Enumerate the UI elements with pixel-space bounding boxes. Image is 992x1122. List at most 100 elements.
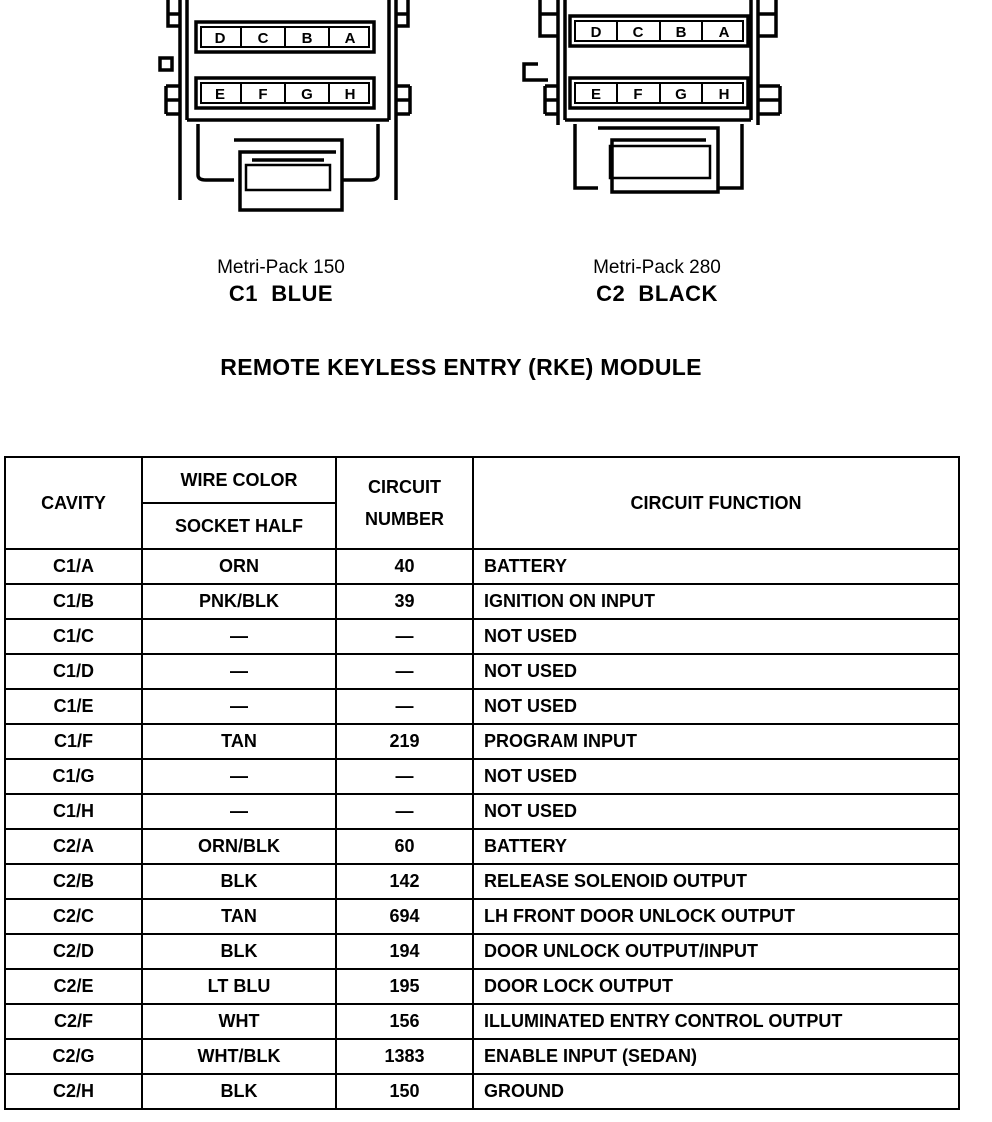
- c1-pin-label: G: [301, 86, 313, 103]
- circuit-function-cell: NOT USED: [472, 793, 960, 830]
- wire-color-cell: BLK: [141, 933, 337, 970]
- circuit-number-cell: —: [335, 653, 474, 690]
- cavity-cell: C2/G: [4, 1038, 143, 1075]
- c1-pin-label: F: [258, 86, 267, 103]
- c2-pin-label: H: [719, 86, 730, 103]
- circuit-function-cell: BATTERY: [472, 828, 960, 865]
- circuit-number-cell: 142: [335, 863, 474, 900]
- wire-color-cell: —: [141, 618, 337, 655]
- circuit-function-cell: RELEASE SOLENOID OUTPUT: [472, 863, 960, 900]
- circuit-function-cell: LH FRONT DOOR UNLOCK OUTPUT: [472, 898, 960, 935]
- circuit-function-cell: NOT USED: [472, 688, 960, 725]
- c2-pin-label: A: [719, 24, 730, 41]
- header-circuit-number: CIRCUIT NUMBER: [335, 456, 474, 550]
- circuit-function-cell: DOOR LOCK OUTPUT: [472, 968, 960, 1005]
- cavity-cell: C2/H: [4, 1073, 143, 1110]
- c1-part-name: Metri-Pack 150: [217, 257, 345, 278]
- table-row: C1/D——NOT USED: [4, 653, 960, 690]
- c2-pin-label: C: [633, 24, 644, 41]
- cavity-cell: C2/D: [4, 933, 143, 970]
- c2-label: C2 BLACK: [596, 281, 718, 306]
- c2-pin-label: G: [675, 86, 687, 103]
- circuit-number-cell: —: [335, 793, 474, 830]
- circuit-number-cell: 150: [335, 1073, 474, 1110]
- c1-pin-label: A: [345, 30, 356, 47]
- c2-caption: Metri-Pack 280 C2 BLACK: [507, 257, 807, 309]
- c1-pin-label: E: [215, 86, 225, 103]
- wire-color-cell: WHT/BLK: [141, 1038, 337, 1075]
- circuit-number-cell: 194: [335, 933, 474, 970]
- circuit-number-cell: 60: [335, 828, 474, 865]
- circuit-number-cell: 39: [335, 583, 474, 620]
- cavity-cell: C1/C: [4, 618, 143, 655]
- table-row: C1/H——NOT USED: [4, 793, 960, 830]
- c1-caption: Metri-Pack 150 C1 BLUE: [131, 257, 431, 309]
- circuit-number-cell: —: [335, 618, 474, 655]
- header-socket-half: SOCKET HALF: [141, 502, 337, 550]
- circuit-number-cell: 40: [335, 548, 474, 585]
- circuit-number-cell: 195: [335, 968, 474, 1005]
- cavity-cell: C1/D: [4, 653, 143, 690]
- cavity-cell: C1/E: [4, 688, 143, 725]
- wire-color-cell: —: [141, 688, 337, 725]
- cavity-cell: C1/B: [4, 583, 143, 620]
- cavity-cell: C2/A: [4, 828, 143, 865]
- wire-color-cell: TAN: [141, 723, 337, 760]
- c2-part-name: Metri-Pack 280: [593, 257, 721, 278]
- c2-pin-dividers: [616, 21, 703, 103]
- circuit-number-cell: 694: [335, 898, 474, 935]
- c1-pin-label: H: [345, 86, 356, 103]
- page-title: REMOTE KEYLESS ENTRY (RKE) MODULE: [220, 354, 702, 380]
- cavity-cell: C1/H: [4, 793, 143, 830]
- circuit-function-cell: BATTERY: [472, 548, 960, 585]
- c2-pin-label: D: [591, 24, 602, 41]
- circuit-number-cell: —: [335, 688, 474, 725]
- c1-pin-dividers: [240, 27, 330, 103]
- header-wire-color: WIRE COLOR: [141, 456, 337, 504]
- circuit-function-cell: DOOR UNLOCK OUTPUT/INPUT: [472, 933, 960, 970]
- circuit-number-cell: 156: [335, 1003, 474, 1040]
- header-cavity: CAVITY: [4, 456, 143, 550]
- c1-pin-label: B: [302, 30, 313, 47]
- table-row: C1/E——NOT USED: [4, 688, 960, 725]
- c1-label: C1 BLUE: [228, 281, 334, 306]
- circuit-function-cell: IGNITION ON INPUT: [472, 583, 960, 620]
- circuit-function-cell: PROGRAM INPUT: [472, 723, 960, 760]
- cavity-cell: C2/C: [4, 898, 143, 935]
- table-row: C1/C——NOT USED: [4, 618, 960, 655]
- wire-color-cell: —: [141, 653, 337, 690]
- circuit-function-cell: ILLUMINATED ENTRY CONTROL OUTPUT: [472, 1003, 960, 1040]
- wire-color-cell: TAN: [141, 898, 337, 935]
- circuit-function-cell: NOT USED: [472, 758, 960, 795]
- cavity-cell: C2/E: [4, 968, 143, 1005]
- cavity-cell: C1/F: [4, 723, 143, 760]
- wire-color-cell: ORN: [141, 548, 337, 585]
- wire-color-cell: —: [141, 793, 337, 830]
- cavity-cell: C2/F: [4, 1003, 143, 1040]
- circuit-function-cell: GROUND: [472, 1073, 960, 1110]
- wire-color-cell: LT BLU: [141, 968, 337, 1005]
- circuit-function-cell: NOT USED: [472, 618, 960, 655]
- c2-connector-drawing: [522, 0, 782, 194]
- circuit-function-cell: NOT USED: [472, 653, 960, 690]
- c2-pin-label: F: [633, 86, 642, 103]
- pinout-table: CAVITY WIRE COLOR CIRCUIT NUMBER CIRCUIT…: [4, 456, 960, 1110]
- cavity-cell: C2/B: [4, 863, 143, 900]
- wire-color-cell: BLK: [141, 1073, 337, 1110]
- circuit-function-cell: ENABLE INPUT (SEDAN): [472, 1038, 960, 1075]
- header-circuit-function: CIRCUIT FUNCTION: [472, 456, 960, 550]
- circuit-number-cell: —: [335, 758, 474, 795]
- cavity-cell: C1/G: [4, 758, 143, 795]
- c1-pin-label: C: [258, 30, 269, 47]
- connector-diagrams: D C B A E F G H D C B A E F G H: [158, 0, 782, 212]
